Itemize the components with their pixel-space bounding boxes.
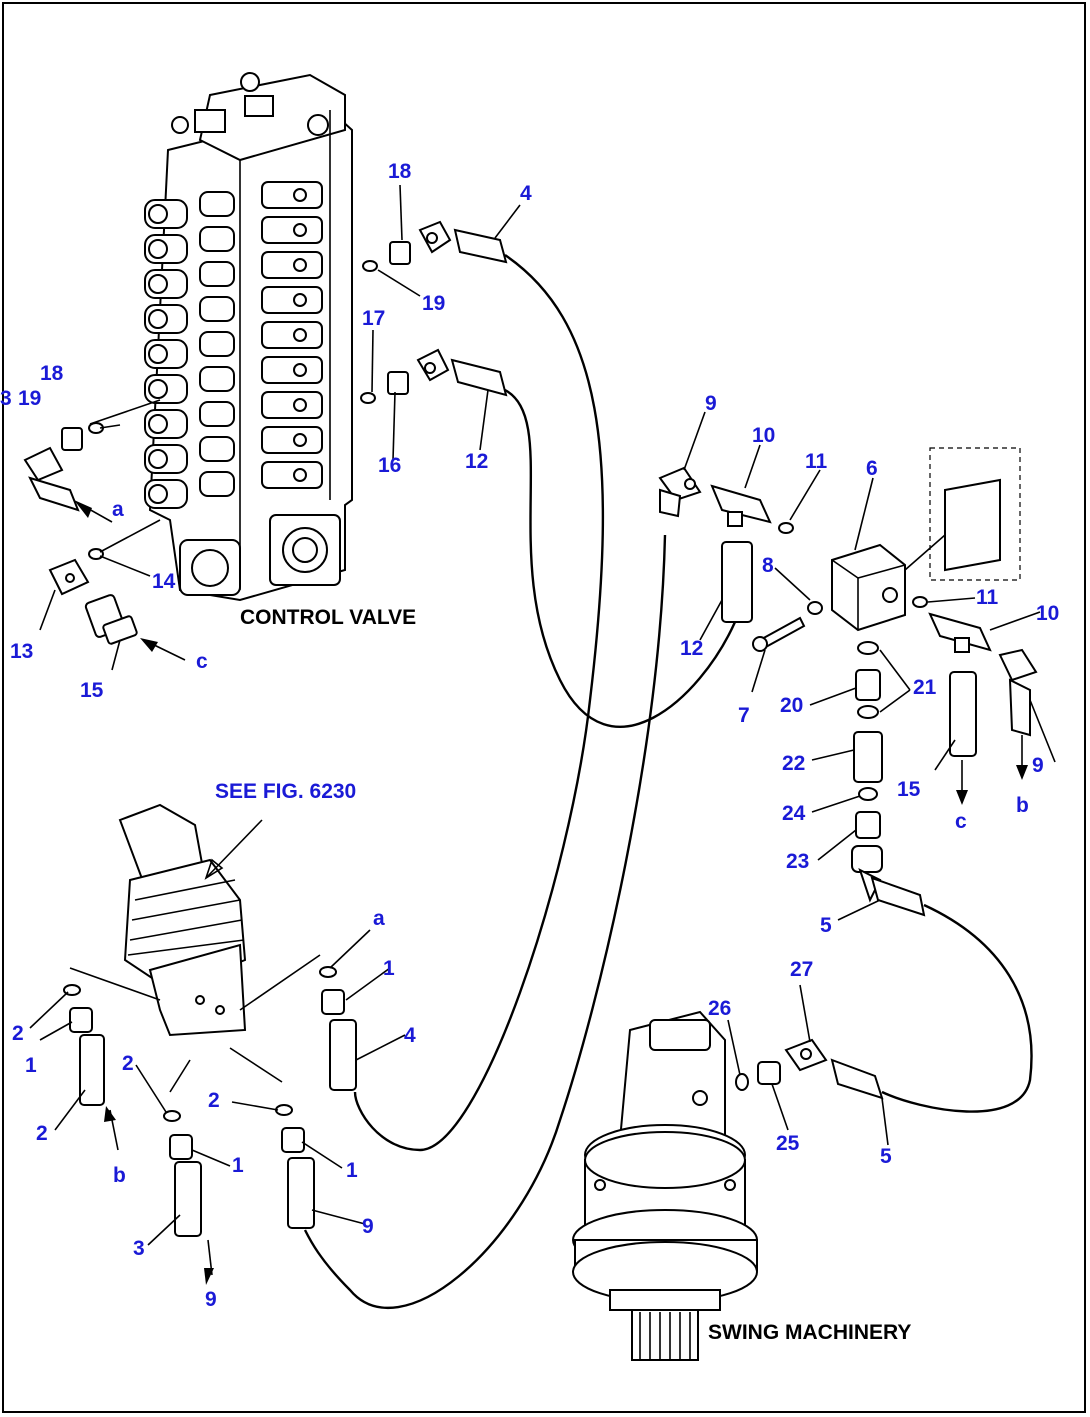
connection-letter-label: b [1016,794,1029,817]
flow-arrows [74,500,1028,1285]
part-number-callout: 12 [465,450,488,473]
connection-letter-label: c [955,810,967,833]
part-number-callout: 1 [232,1154,244,1177]
lever-port-fittings [63,966,357,1237]
part-number-callout: 15 [80,679,104,702]
control-valve-fittings [23,220,508,645]
part-number-callout: 18 [40,362,64,385]
part-number-callout: 16 [378,454,401,477]
part-number-callout: 15 [897,778,921,801]
part-number-callout: 22 [782,752,805,775]
part-number-callout: 3 [133,1237,145,1260]
part-number-callout: 1 [383,957,395,980]
part-number-callout: 1 [25,1054,37,1077]
part-number-callout: 26 [708,997,731,1020]
part-number-callout: 9 [1032,754,1044,777]
part-number-callout: 2 [122,1052,134,1075]
part-number-callout: 10 [1036,602,1059,625]
part-number-callout: 5 [880,1145,892,1168]
leader-lines [29,184,1056,1246]
connection-letter-label: a [112,498,124,521]
part-number-callout: 19 [422,292,445,315]
part-number-callout: 17 [362,307,385,330]
pilot-control-lever [69,803,321,1093]
swing-machinery-drawing [572,1010,884,1361]
part-number-callout: 1 [346,1159,358,1182]
part-number-callout: 2 [12,1022,24,1045]
part-number-callout: 4 [404,1024,416,1047]
part-number-callout: 10 [752,424,775,447]
part-number-callout: 9 [705,392,717,415]
part-number-callout: 6 [866,457,878,480]
part-number-callout: 2 [208,1089,220,1112]
part-number-callout: 11 [805,450,828,473]
part-number-callout: 8 [762,554,774,577]
part-number-callout: 20 [780,694,803,717]
see-fig-reference-link[interactable]: SEE FIG. 6230 [215,780,356,803]
part-number-callout: 12 [680,637,703,660]
part-number-callout: 27 [790,958,813,981]
part-number-callout: 23 [786,850,809,873]
part-number-callout: 3 [0,387,12,410]
part-number-callout: 18 [388,160,412,183]
part-number-callout: 5 [820,914,832,937]
part-number-callout: 25 [776,1132,800,1155]
connection-letter-label: c [196,650,208,673]
part-number-callout: 19 [18,387,41,410]
control-valve-drawing [144,72,353,602]
part-number-callout: 13 [10,640,33,663]
part-number-callout: 9 [205,1288,217,1311]
connection-letter-label: a [373,907,385,930]
part-number-callout: 11 [976,586,999,609]
part-number-callout: 4 [520,182,532,205]
part-number-callout: 9 [362,1215,374,1238]
connection-letter-label: b [113,1164,126,1187]
part-number-callout: 7 [738,704,750,727]
control-valve-caption: CONTROL VALVE [240,606,416,629]
part-number-callout: 2 [36,1122,48,1145]
block-6-assembly [658,447,1038,917]
swing-machinery-caption: SWING MACHINERY [708,1321,911,1344]
hoses [303,254,1033,1310]
part-number-callout: 21 [913,676,937,699]
part-number-callout: 24 [782,802,806,825]
part-number-callout: 14 [152,570,176,593]
